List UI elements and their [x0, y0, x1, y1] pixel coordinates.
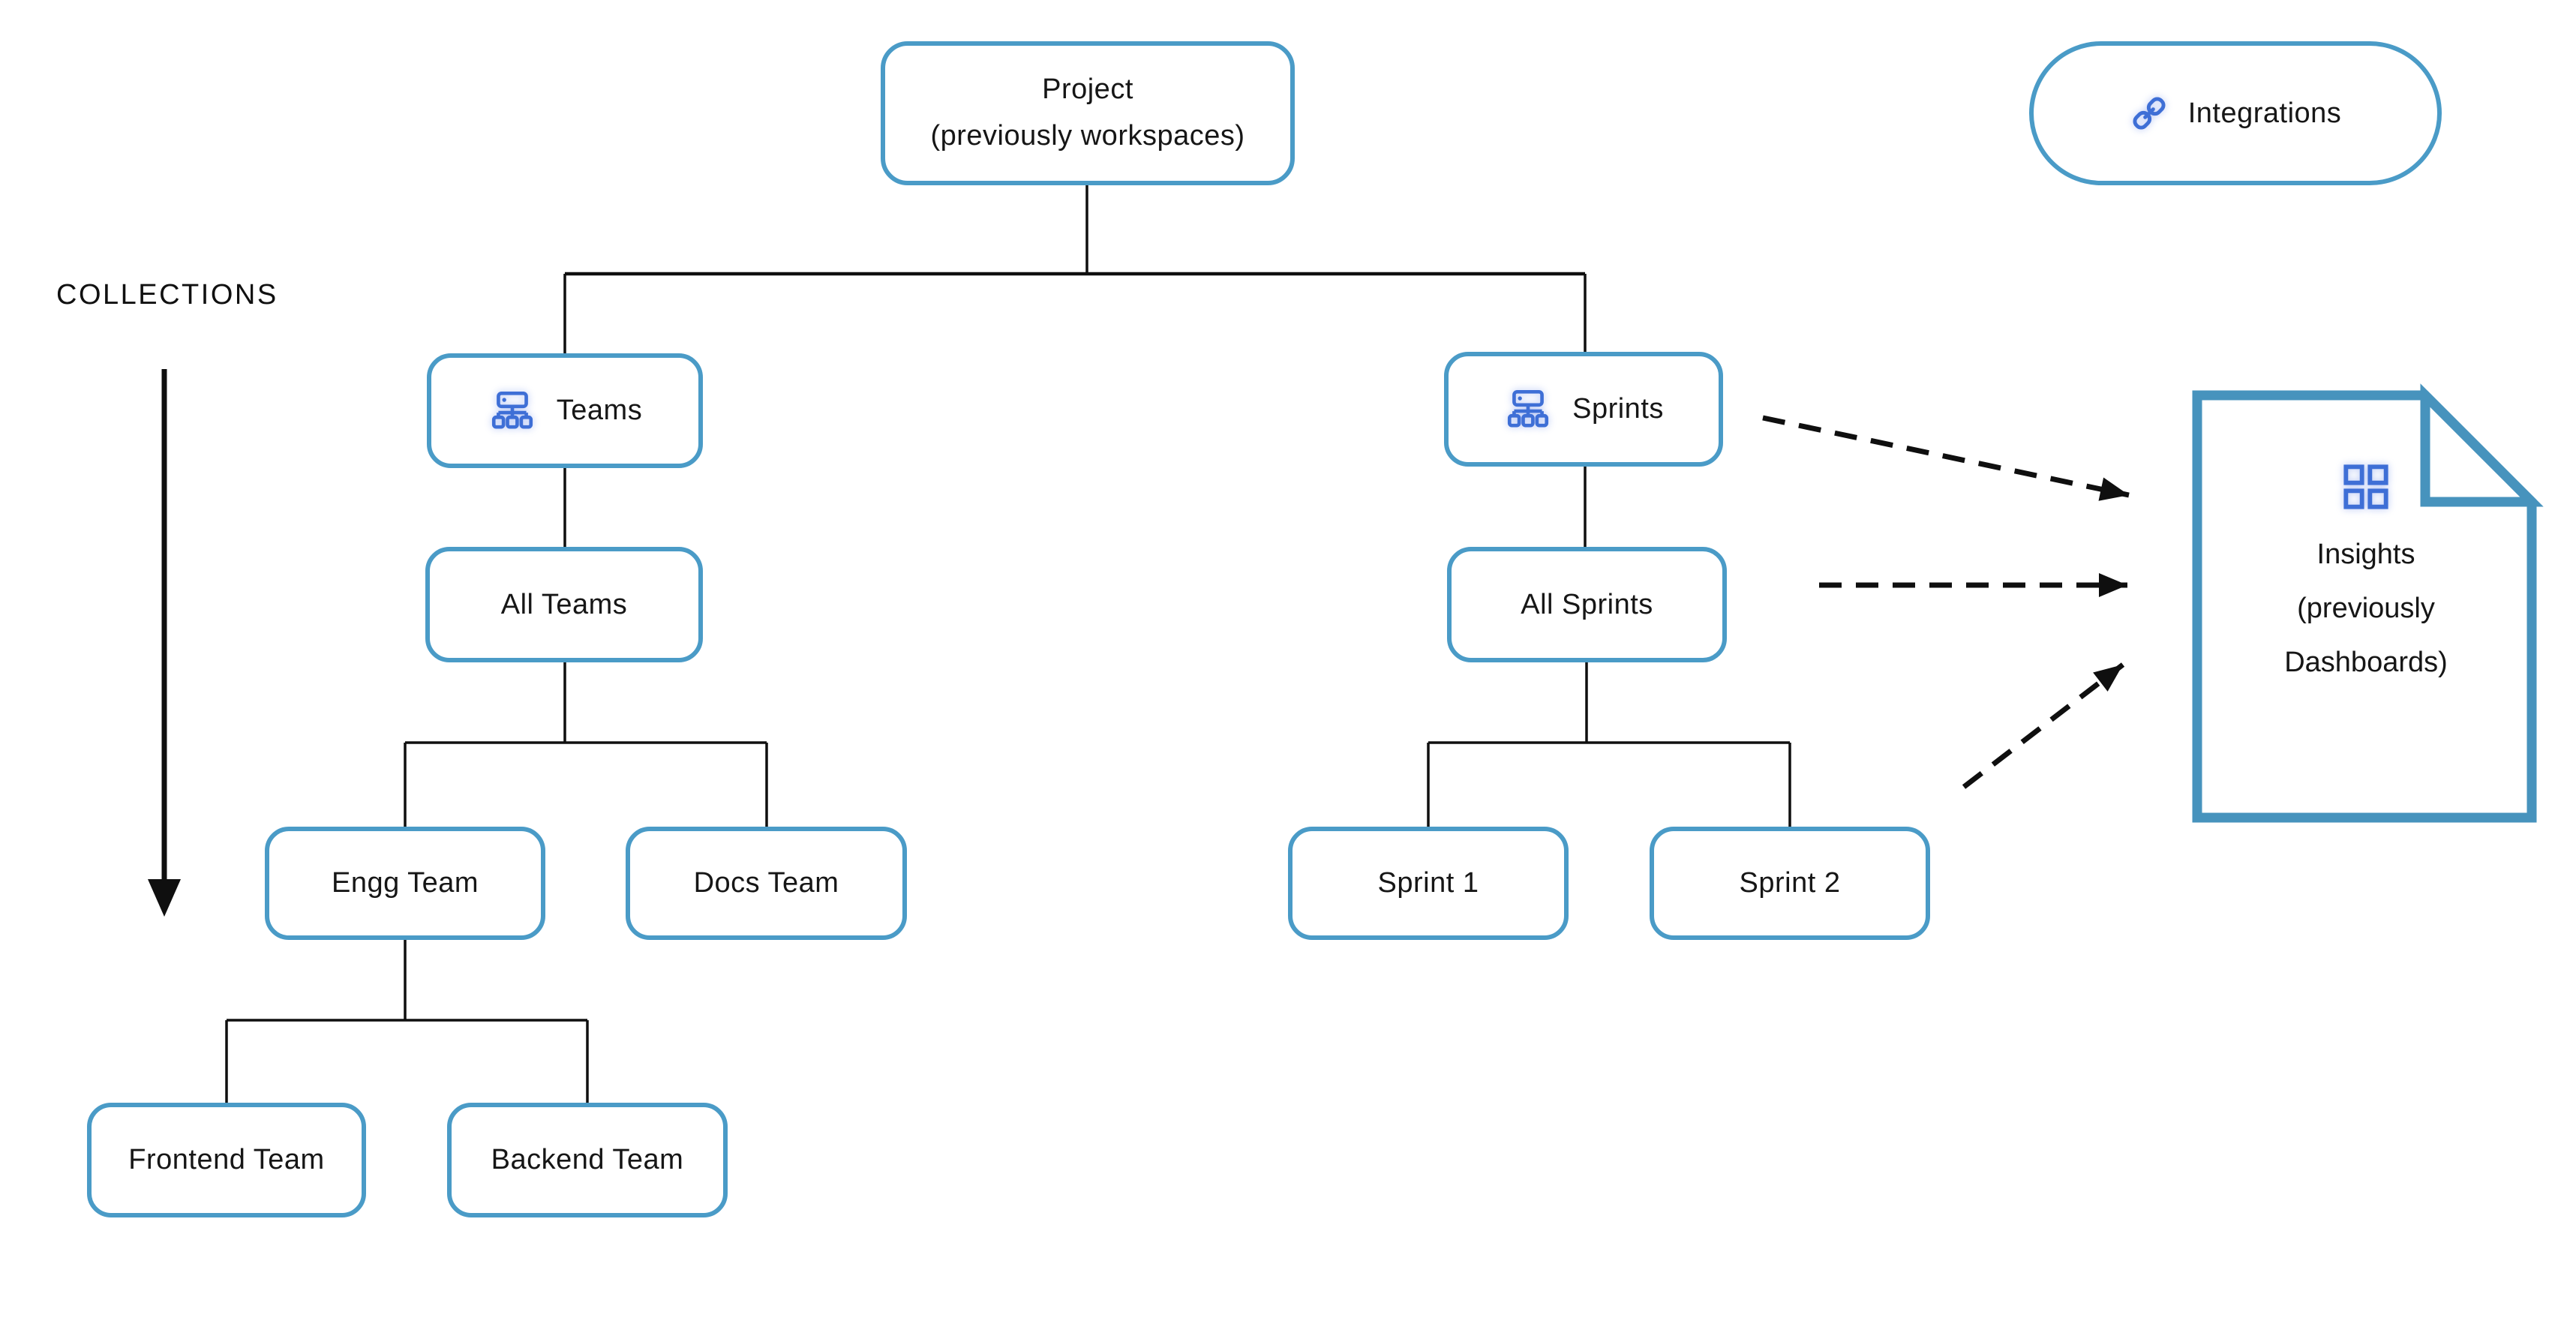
dashed-arrow-sprints-to-insights [1762, 415, 2130, 501]
sprints-label: Sprints [1572, 393, 1664, 425]
all-sprints-label: All Sprints [1521, 588, 1653, 620]
insights-label-line1: Insights [2316, 539, 2415, 570]
frontend-team-label: Frontend Team [128, 1144, 325, 1175]
collections-arrow [148, 369, 181, 917]
node-sprint-1[interactable]: Sprint 1 [1288, 827, 1569, 940]
node-engg-team[interactable]: Engg Team [265, 827, 545, 940]
node-project[interactable]: Project (previously workspaces) [881, 41, 1295, 185]
project-label-line2: (previously workspaces) [930, 120, 1245, 152]
teams-label: Teams [556, 395, 643, 426]
engg-team-label: Engg Team [331, 867, 479, 899]
folded-corner [2420, 383, 2544, 507]
insights-label-line2: (previously [2297, 593, 2435, 624]
docs-team-label: Docs Team [693, 867, 839, 899]
org-chart-icon [1503, 388, 1553, 431]
node-teams[interactable]: Teams [427, 353, 703, 468]
node-docs-team[interactable]: Docs Team [626, 827, 907, 940]
insights-label-line3: Dashboards) [2284, 647, 2448, 678]
org-chart-icon [488, 389, 537, 433]
node-sprints[interactable]: Sprints [1444, 352, 1723, 467]
insights-document[interactable]: Insights (previously Dashboards) [2197, 395, 2535, 818]
link-icon [2130, 94, 2169, 133]
integrations-label: Integrations [2187, 97, 2342, 129]
sprint-1-label: Sprint 1 [1377, 867, 1479, 899]
dashed-arrow-sprint2-to-insights [1962, 662, 2125, 789]
backend-team-label: Backend Team [491, 1144, 684, 1175]
collections-label: COLLECTIONS [56, 279, 278, 311]
project-label-line1: Project [1042, 74, 1133, 106]
dashed-arrows [1762, 415, 2130, 789]
insights-document-shape [2192, 383, 2544, 823]
integrations-button[interactable]: Integrations [2029, 41, 2442, 185]
node-all-teams[interactable]: All Teams [425, 547, 703, 662]
node-frontend-team[interactable]: Frontend Team [87, 1103, 366, 1217]
node-all-sprints[interactable]: All Sprints [1447, 547, 1727, 662]
all-teams-label: All Teams [500, 588, 628, 620]
node-sprint-2[interactable]: Sprint 2 [1650, 827, 1930, 940]
tree-connectors [225, 185, 1791, 1103]
node-backend-team[interactable]: Backend Team [447, 1103, 728, 1217]
sprint-2-label: Sprint 2 [1739, 867, 1841, 899]
grid-icon [2342, 463, 2390, 511]
